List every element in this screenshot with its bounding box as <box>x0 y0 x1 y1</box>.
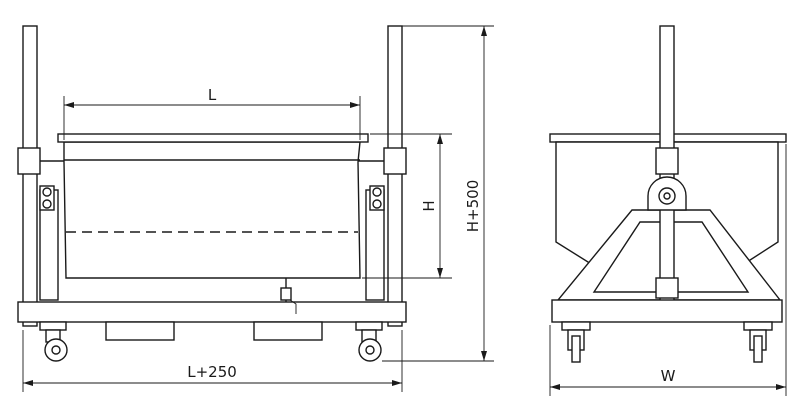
left-post <box>22 25 38 327</box>
label-h-plus-500: H+500 <box>464 180 482 232</box>
right-collar <box>383 147 407 175</box>
side-pivot <box>647 176 687 211</box>
dimension-h <box>362 133 452 279</box>
container-body <box>63 141 361 279</box>
dimension-l-plus-250 <box>22 330 403 392</box>
dimension-l <box>63 96 361 140</box>
right-post <box>387 25 403 327</box>
side-caster-left <box>561 321 591 363</box>
drain-valve <box>280 278 297 314</box>
caster-right <box>355 321 383 362</box>
side-base-rail <box>551 299 783 323</box>
left-collar <box>17 147 41 175</box>
caster-left <box>39 321 68 362</box>
container-rim <box>57 133 369 143</box>
dimension-w <box>549 144 787 396</box>
front-view <box>17 25 407 362</box>
side-view <box>549 25 787 363</box>
fork-pocket-left <box>105 321 175 341</box>
center-lower-collar <box>655 277 679 299</box>
label-l: L <box>208 86 217 104</box>
fork-pocket-right <box>253 321 323 341</box>
base-rail <box>17 301 407 323</box>
side-caster-right <box>743 321 773 363</box>
left-pivot <box>39 185 55 211</box>
label-l-plus-250: L+250 <box>187 363 237 381</box>
label-w: W <box>661 367 676 385</box>
center-collar <box>655 147 679 175</box>
right-pivot <box>369 185 385 211</box>
dimension-h-plus-500 <box>382 25 494 362</box>
label-h: H <box>420 200 438 211</box>
